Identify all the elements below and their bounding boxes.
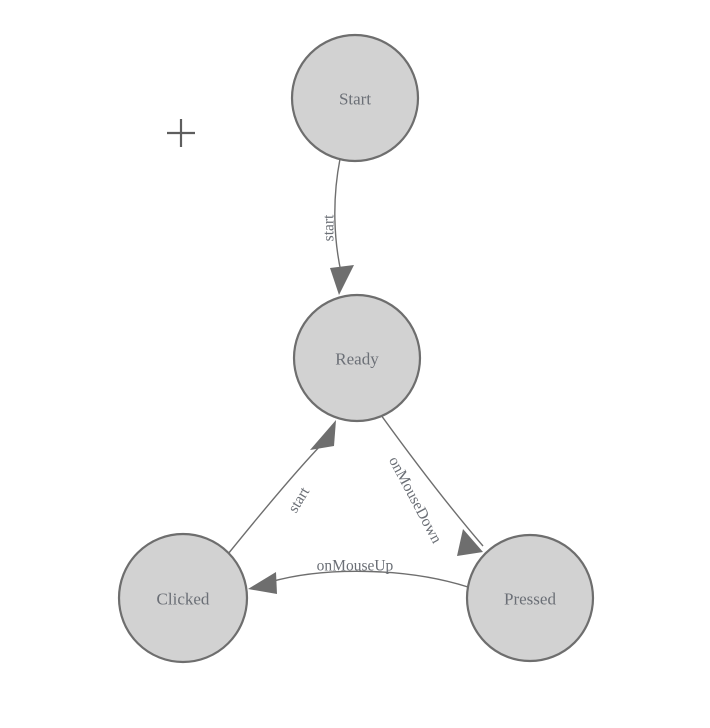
edge-path [269,570,469,588]
edge-label-pressed-to-clicked: onMouseUp [317,558,394,575]
edge-clicked-to-ready[interactable]: start [227,420,336,555]
node-label-start: Start [339,90,371,109]
node-label-clicked: Clicked [157,590,210,609]
node-label-pressed: Pressed [504,590,556,609]
arrowhead-icon [330,265,354,295]
edge-ready-to-pressed[interactable]: onMouseDown [380,414,484,556]
edge-label-start-to-ready: start [321,214,338,241]
edge-path [380,414,484,547]
edge-label-clicked-to-ready: start [285,484,314,516]
node-ready[interactable]: Ready [292,293,422,423]
edge-path [334,158,342,273]
node-clicked[interactable]: Clicked [117,532,249,664]
edge-start-to-ready[interactable]: start [321,158,355,295]
node-shape[interactable] [292,293,422,423]
edge-label-ready-to-pressed: onMouseDown [385,454,445,547]
node-label-ready: Ready [335,350,379,369]
node-shape[interactable] [117,532,249,664]
crosshair-icon[interactable] [167,119,195,147]
node-start[interactable]: Start [290,33,420,163]
arrowhead-icon [457,529,483,556]
node-shape[interactable] [465,533,595,663]
edge-pressed-to-clicked[interactable]: onMouseUp [248,558,469,595]
arrowhead-icon [248,572,277,594]
node-shape[interactable] [290,33,420,163]
arrowhead-icon [310,420,336,450]
edge-path [227,442,324,555]
node-pressed[interactable]: Pressed [465,533,595,663]
